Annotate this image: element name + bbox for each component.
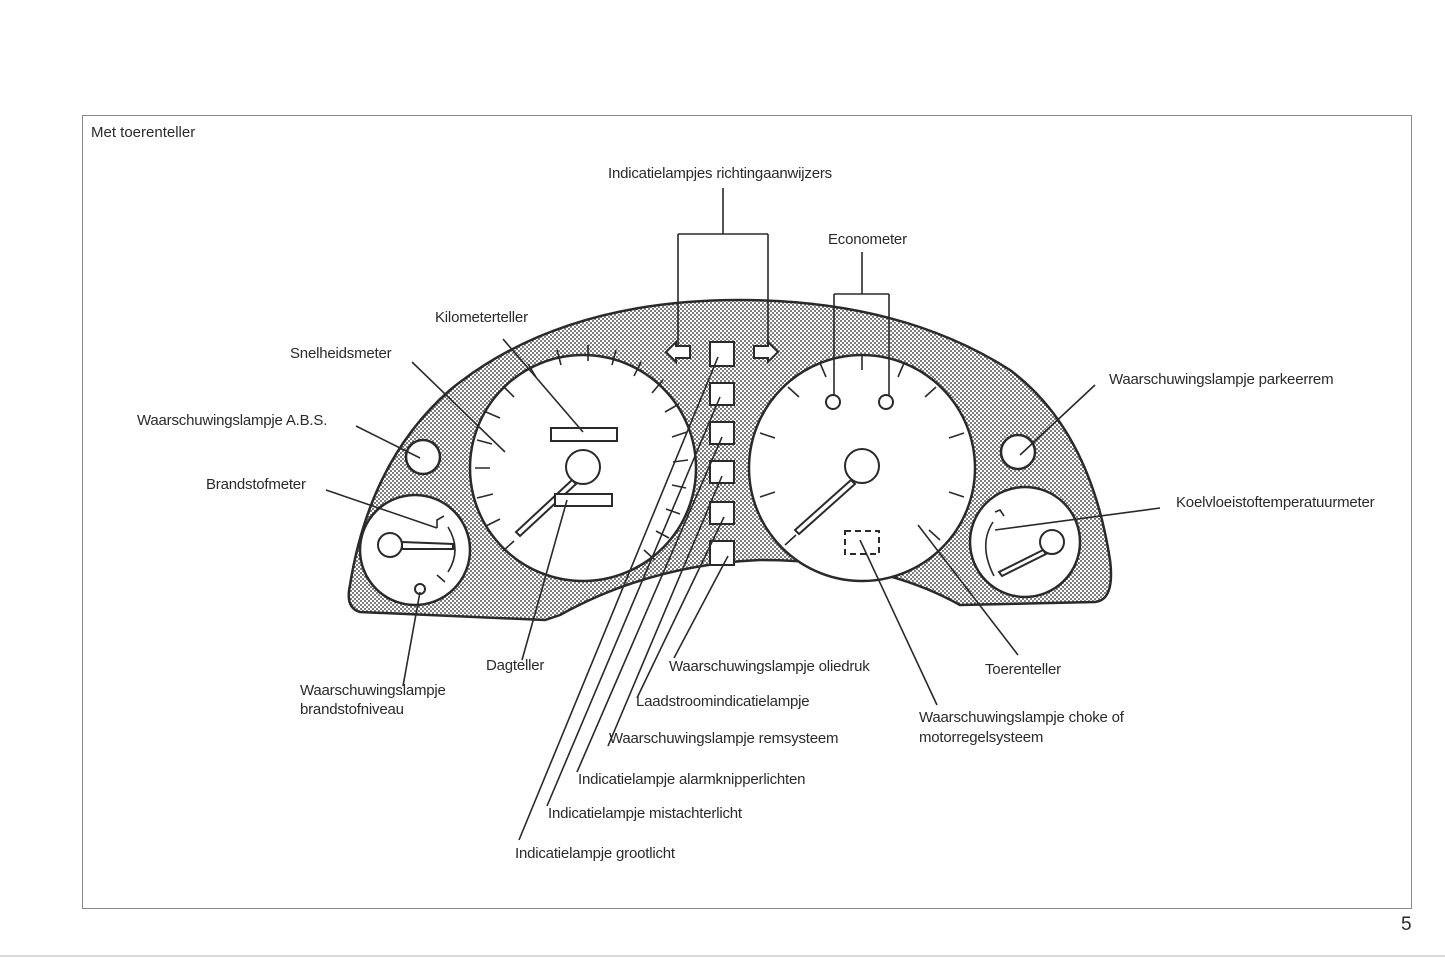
label-rear-fog-lamp: Indicatielampje mistachterlicht <box>548 805 742 822</box>
diagram-frame <box>82 115 1412 909</box>
label-fuel-level-lamp-line1: Waarschuwingslampje <box>300 682 446 699</box>
parking-brake-lamp <box>999 433 1037 471</box>
turn-signal-left-icon <box>664 339 691 365</box>
speedometer-hub <box>565 449 601 485</box>
label-parking-brake-lamp: Waarschuwingslampje parkeerrem <box>1109 371 1334 388</box>
label-abs-lamp: Waarschuwingslampje A.B.S. <box>137 412 328 429</box>
label-odometer: Kilometerteller <box>435 309 528 326</box>
temperature-gauge <box>968 485 1082 599</box>
rear-fog-lamp <box>709 382 735 406</box>
charging-lamp <box>709 501 735 525</box>
label-fuel-gauge: Brandstofmeter <box>206 476 306 493</box>
high-beam-lamp <box>709 341 735 367</box>
page-divider <box>0 955 1445 957</box>
label-high-beam-lamp: Indicatielampje grootlicht <box>515 845 675 862</box>
brake-system-lamp <box>709 460 735 484</box>
label-choke-lamp-line2: motorregelsysteem <box>919 729 1044 746</box>
label-tripmeter: Dagteller <box>486 657 545 674</box>
label-speedometer: Snelheidsmeter <box>290 345 392 362</box>
tripmeter-window <box>554 493 613 507</box>
label-tachometer: Toerenteller <box>985 661 1061 678</box>
odometer-window <box>550 427 618 442</box>
label-coolant-temperature: Koelvloeistoftemperatuurmeter <box>1176 494 1375 511</box>
econometer-lamp-left <box>825 394 841 410</box>
label-turn-indicators: Indicatielampjes richtingaanwijzers <box>608 165 832 182</box>
temperature-gauge-needle <box>997 548 1048 578</box>
oil-pressure-lamp <box>709 540 735 566</box>
page-number: 5 <box>1401 914 1412 935</box>
fuel-gauge-hub <box>377 532 403 558</box>
econometer-lamp-right <box>878 394 894 410</box>
label-fuel-level-lamp-line2: brandstofniveau <box>300 701 404 718</box>
abs-warning-lamp <box>404 438 442 476</box>
label-oil-pressure-lamp: Waarschuwingslampje oliedruk <box>669 658 870 675</box>
tachometer-needle <box>793 478 857 536</box>
label-econometer: Econometer <box>828 231 907 248</box>
label-charging-lamp: Laadstroomindicatielampje <box>636 693 810 710</box>
label-hazard-lamp: Indicatielampje alarmknipperlichten <box>578 771 806 788</box>
label-choke-lamp-line1: Waarschuwingslampje choke of <box>919 709 1124 726</box>
tachometer-hub <box>844 448 880 484</box>
temperature-gauge-hub <box>1039 529 1065 555</box>
hazard-lamp <box>709 421 735 445</box>
fuel-gauge-needle <box>401 540 454 550</box>
label-brake-system-lamp: Waarschuwingslampje remsysteem <box>609 730 839 747</box>
figure-title: Met toerenteller <box>91 124 196 141</box>
